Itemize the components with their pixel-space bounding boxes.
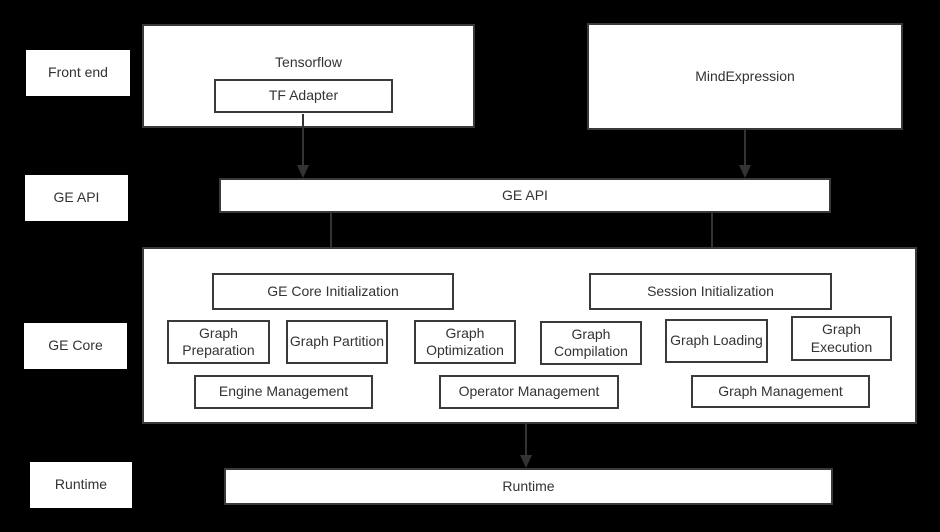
session-initialization-box: Session Initialization [589, 273, 832, 310]
row-label-front-end: Front end [26, 50, 130, 96]
arrow-head-icon [520, 455, 532, 468]
graph-optimization-box: Graph Optimization [414, 320, 516, 364]
runtime-bar: Runtime [224, 468, 833, 505]
arrow-ge-core-to-runtime [520, 424, 532, 468]
graph-management-box: Graph Management [691, 375, 870, 408]
arrow-tf-adapter-to-ge-api [297, 114, 309, 178]
arrow-shaft [330, 213, 332, 262]
arrow-shaft [744, 130, 746, 167]
graph-preparation-box: Graph Preparation [167, 320, 270, 364]
graph-partition-box: Graph Partition [286, 320, 388, 364]
arrow-shaft [302, 114, 304, 167]
row-label-ge-api: GE API [25, 175, 128, 221]
arrow-head-icon [739, 165, 751, 178]
arrow-head-icon [297, 165, 309, 178]
tf-adapter-box: TF Adapter [214, 79, 393, 113]
ge-api-bar: GE API [219, 178, 831, 213]
mindexpression-box: MindExpression [587, 23, 903, 130]
graph-loading-box: Graph Loading [665, 319, 768, 363]
operator-management-box: Operator Management [439, 375, 619, 409]
arrow-shaft [525, 424, 527, 457]
ge-core-initialization-box: GE Core Initialization [212, 273, 454, 310]
row-label-ge-core: GE Core [24, 323, 127, 369]
engine-management-box: Engine Management [194, 375, 373, 409]
arrow-shaft [711, 213, 713, 262]
graph-execution-box: Graph Execution [791, 316, 892, 361]
tensorflow-label: Tensorflow [275, 54, 342, 70]
row-label-runtime: Runtime [30, 462, 132, 508]
arrow-mindexpression-to-ge-api [739, 130, 751, 178]
graph-compilation-box: Graph Compilation [540, 321, 642, 365]
